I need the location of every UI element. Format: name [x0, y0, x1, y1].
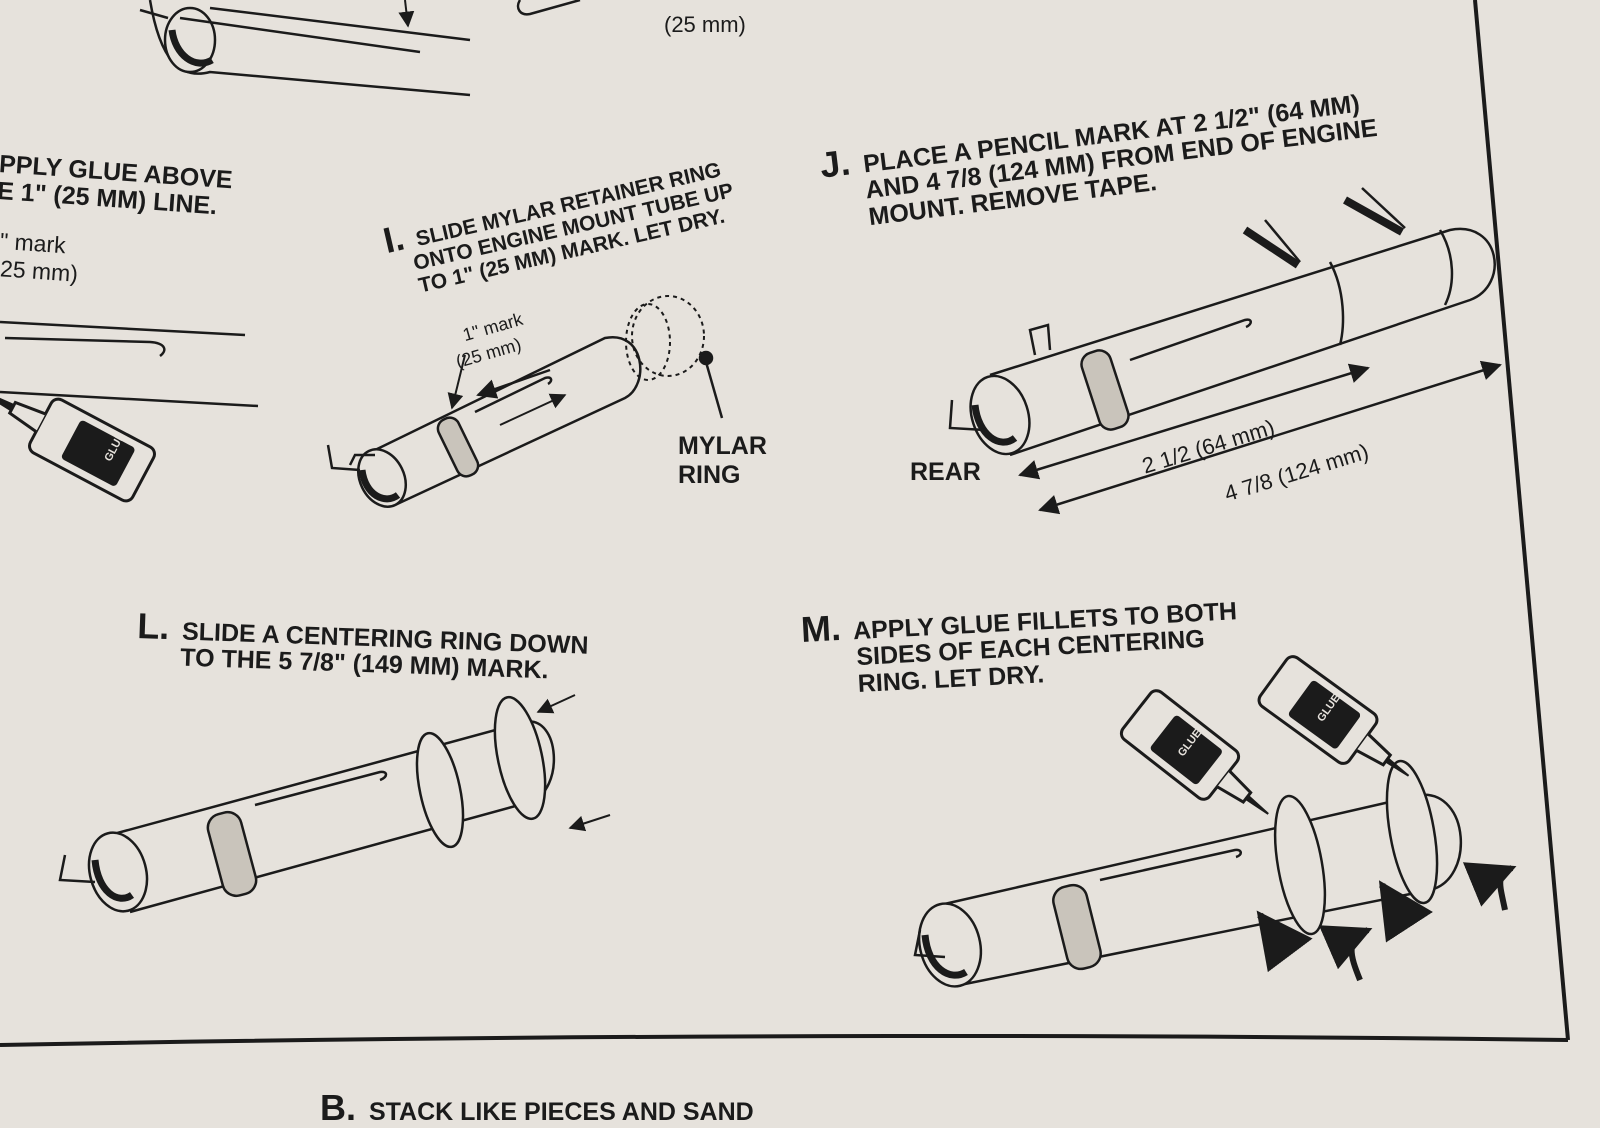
step-b-letter: B.: [320, 1087, 356, 1128]
step-l-letter: L.: [136, 605, 171, 648]
step-b-instruction: B. STACK LIKE PIECES AND SAND: [320, 1090, 754, 1126]
step-j-rear-label: REAR: [910, 458, 981, 486]
step-i-tube-illustration: [326, 295, 724, 508]
tube-fragment-top: [139, 0, 581, 97]
step-j-tube-illustration: [948, 187, 1502, 515]
glue-bottle-icon: [0, 392, 156, 503]
top-mark-mm: (25 mm): [664, 12, 746, 37]
glue-bottle-icon-1: [1119, 689, 1269, 815]
left-fragment-mark-mm: 25 mm): [0, 255, 79, 287]
step-l-tube-illustration: [58, 694, 611, 914]
left-fragment-mark-in: " mark: [0, 227, 67, 259]
sheet-frame: [0, 0, 1570, 1047]
step-b-line-1: STACK LIKE PIECES AND SAND: [368, 1098, 754, 1126]
step-m-letter: M.: [799, 606, 842, 650]
step-i-callout-line-1: MYLAR: [678, 432, 767, 460]
left-fragment-tube: [0, 320, 259, 408]
step-m-tube-illustration: [913, 759, 1517, 988]
step-j-letter: J.: [817, 141, 853, 186]
glue-bottle-icon-2: [1257, 655, 1410, 777]
step-i-callout-line-2: RING: [678, 461, 741, 489]
